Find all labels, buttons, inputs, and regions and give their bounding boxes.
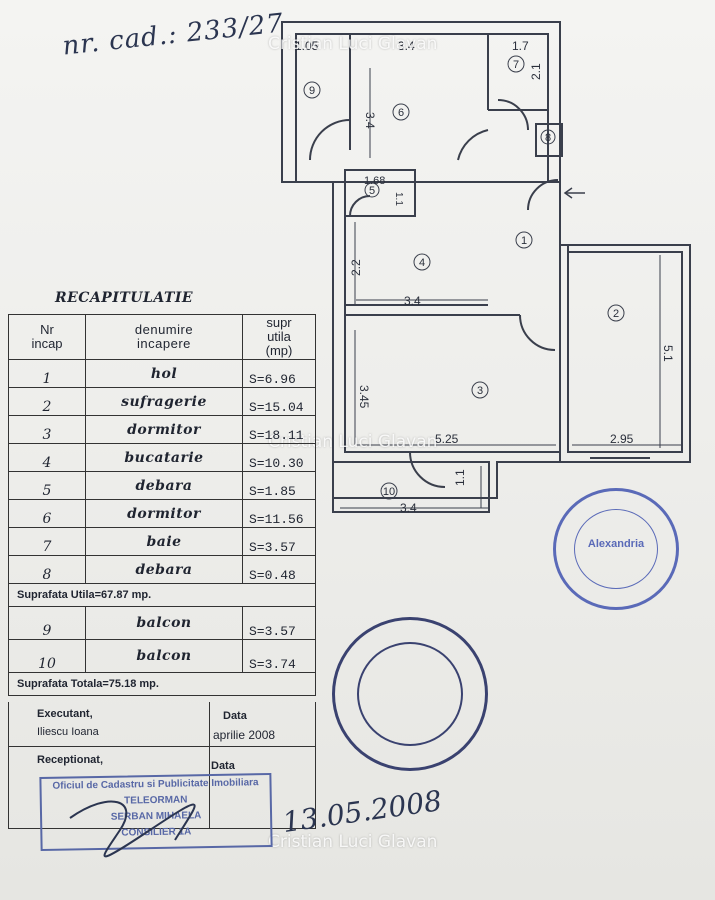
data-label: Data (223, 710, 247, 722)
watermark-mid: Cristian Luci Glavan (268, 432, 438, 452)
room-5-box (344, 169, 416, 217)
door-arc-5 (349, 195, 371, 217)
dim-1-1-small: 1.1 (393, 192, 404, 206)
entry-arrow (563, 187, 585, 199)
room-label-1: 1 (521, 235, 527, 247)
dim-5-1: 5.1 (661, 345, 675, 362)
receptionat-label: Receptionat, (37, 754, 104, 766)
signature-stroke (69, 800, 196, 858)
room-label-8: 8 (545, 132, 551, 144)
dim-1-68: 1.68 (364, 175, 385, 187)
wall-middle-outer (332, 182, 691, 499)
room-8-box (535, 123, 563, 157)
dim-2-95: 2.95 (610, 432, 634, 446)
room-label-10: 10 (383, 486, 395, 498)
dim-3-4-bottom: 3.4 (400, 501, 417, 515)
executant-name: Iliescu Ioana (37, 726, 99, 738)
dim-1-1-balcony: 1.1 (453, 469, 467, 486)
door-arc-1 (527, 179, 559, 211)
dim-1-05: 1.05 (295, 39, 319, 53)
executant-label: Executant, (37, 708, 93, 720)
door-arc-10 (409, 451, 446, 488)
dim-3-45: 3.45 (357, 385, 371, 409)
useful-total-row: Suprafata Utila=67.87 mp. (9, 584, 315, 607)
door-arc-9 (309, 119, 351, 161)
dim-1-7: 1.7 (512, 39, 529, 53)
watermark-top: Cristian Luci Glavan (268, 34, 438, 54)
door-arc-7 (497, 99, 529, 131)
watermark-bottom: Cristian Luci Glavan (268, 832, 438, 852)
door-arc-3 (519, 314, 556, 351)
dim-3-4-vert: 3.4 (363, 112, 377, 129)
room-label-9: 9 (309, 85, 315, 97)
cadastre-seal: Alexandria (553, 488, 679, 610)
room-label-4: 4 (419, 257, 425, 269)
dim-2-1: 2.1 (529, 63, 543, 80)
room-label-6: 6 (398, 107, 404, 119)
signoff-block: Executant, Iliescu Ioana Data aprilie 20… (8, 702, 316, 829)
room-label-7: 7 (513, 59, 519, 71)
room-label-2: 2 (613, 308, 619, 320)
dim-3-4-mid: 3.4 (404, 294, 421, 308)
grand-total-row: Suprafata Totala=75.18 mp. (17, 678, 159, 690)
recap-title: RECAPITULATIE (55, 290, 194, 306)
data-label-2: Data (211, 760, 235, 772)
dim-2-2: 2.2 (349, 259, 363, 276)
dim-3-4-top: 3.4 (398, 39, 415, 53)
authorization-seal (332, 617, 488, 771)
dim-5-25: 5.25 (435, 432, 459, 446)
data-value: aprilie 2008 (213, 728, 276, 742)
room-label-3: 3 (477, 385, 483, 397)
door-arc-6 (457, 129, 489, 161)
room-label-5: 5 (369, 185, 375, 197)
wall-right-room (567, 245, 683, 453)
